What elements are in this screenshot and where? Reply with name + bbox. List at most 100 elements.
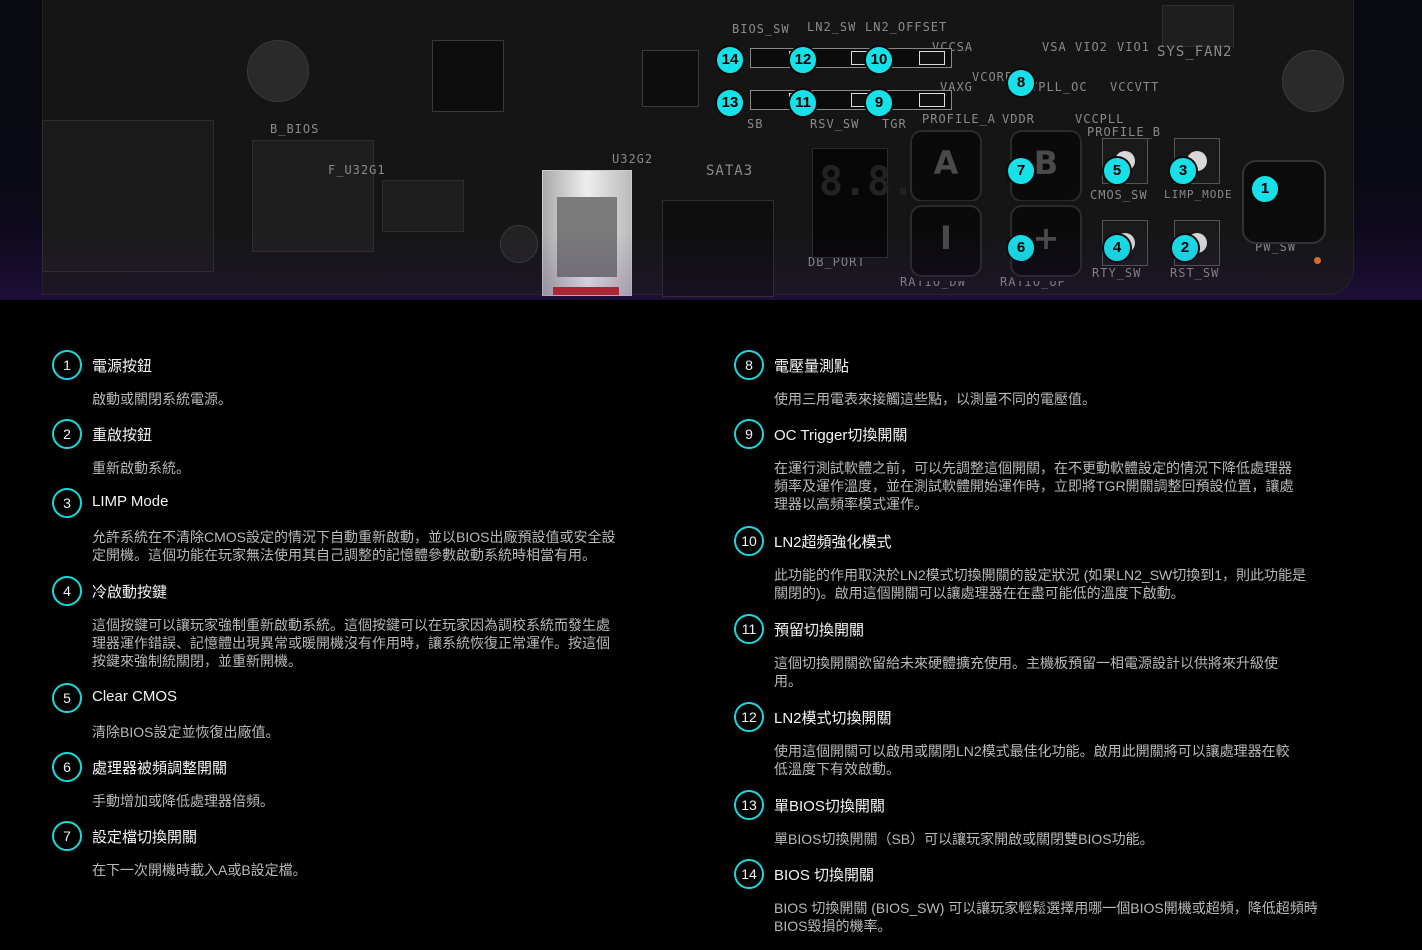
callout-12: 12 xyxy=(788,45,818,75)
feature-desc: 允許系統在不清除CMOS設定的情況下自動重新啟動，並以BIOS出廠預設值或安全設… xyxy=(92,528,615,564)
silk-vsa: VSA xyxy=(1042,40,1067,54)
feature-number: 13 xyxy=(734,790,764,820)
sata-connector xyxy=(662,200,774,297)
silk-vio1: VIO1 xyxy=(1117,40,1150,54)
silk-cmos-sw: CMOS_SW xyxy=(1090,188,1148,202)
feature-title: 電壓量測點 xyxy=(774,358,850,375)
callout-7: 7 xyxy=(1006,156,1036,186)
usb-port xyxy=(542,170,632,296)
silk-sb: SB xyxy=(747,117,764,131)
silk-ln2-offset: LN2_OFFSET xyxy=(865,20,948,34)
desc-line: 使用這個開關可以啟用或關閉LN2模式最佳化功能。啟用此開關將可以讓處理器在較 xyxy=(774,743,1290,759)
desc-line: 單BIOS切換開關（SB）可以讓玩家開啟或關閉雙BIOS功能。 xyxy=(774,831,1154,847)
feature-number: 9 xyxy=(734,419,764,449)
silk-vccvtt: VCCVTT xyxy=(1110,80,1160,94)
silk-ln2-sw: LN2_SW xyxy=(807,20,857,34)
feature-title: BIOS 切換開關 xyxy=(774,867,875,884)
ratio-up-label: + xyxy=(1032,219,1060,257)
chip xyxy=(432,40,504,112)
profile-a-button: A xyxy=(910,130,982,202)
callout-9: 9 xyxy=(864,88,894,118)
feature-number: 2 xyxy=(52,419,82,449)
callout-11: 11 xyxy=(788,88,818,118)
heatsink xyxy=(42,120,214,272)
feature-title: 預留切換開關 xyxy=(774,622,865,639)
feature-number: 6 xyxy=(52,752,82,782)
feature-title: Clear CMOS xyxy=(92,688,178,705)
feature-desc: 在下一次開機時載入A或B設定檔。 xyxy=(92,861,307,879)
silk-vddr: VDDR xyxy=(1002,112,1035,126)
feature-title: LN2模式切換開關 xyxy=(774,710,892,727)
desc-line: 手動增加或降低處理器倍頻。 xyxy=(92,793,274,809)
feature-title: OC Trigger切換開關 xyxy=(774,427,908,444)
desc-line: 按鍵來強制統關閉，並重新開機。 xyxy=(92,653,302,669)
feature-desc: 單BIOS切換開關（SB）可以讓玩家開啟或關閉雙BIOS功能。 xyxy=(774,830,1154,848)
feature-title: 電源按鈕 xyxy=(92,358,153,375)
silk-db-port: DB_PORT xyxy=(808,255,866,269)
feature-desc: 啟動或關閉系統電源。 xyxy=(92,390,232,408)
desc-line: BIOS 切換開關 (BIOS_SW) 可以讓玩家輕鬆選擇用哪一個BIOS開機或… xyxy=(774,900,1318,916)
silk-rst-sw: RST_SW xyxy=(1170,266,1220,280)
pcb: BIOS_SW LN2_SW LN2_OFFSET SB RSV_SW TGR … xyxy=(42,0,1354,297)
feature-desc: 使用這個開關可以啟用或關閉LN2模式最佳化功能。啟用此開關將可以讓處理器在較 低… xyxy=(774,742,1290,778)
feature-title: LN2超頻強化模式 xyxy=(774,534,892,551)
feature-number: 3 xyxy=(52,488,82,518)
status-led xyxy=(1314,257,1321,264)
desc-line: BIOS毀損的機率。 xyxy=(774,918,892,934)
feature-number: 11 xyxy=(734,614,764,644)
feature-number: 7 xyxy=(52,821,82,851)
silk-sys-fan2: SYS_FAN2 xyxy=(1157,44,1233,60)
silk-sata3: SATA3 xyxy=(706,163,754,179)
mounting-screw xyxy=(247,40,309,102)
desc-line: 允許系統在不清除CMOS設定的情況下自動重新啟動，並以BIOS出廠預設值或安全設 xyxy=(92,529,616,545)
desc-line: 啟動或關閉系統電源。 xyxy=(92,391,232,407)
desc-line: 這個切換開關欲留給未來硬體擴充使用。主機板預留一相電源設計以供將來升級使 xyxy=(774,655,1278,671)
chip xyxy=(642,50,699,107)
feature-title: 處理器被頻調整開關 xyxy=(92,760,228,777)
callout-14: 14 xyxy=(715,45,745,75)
ratio-down-label: I xyxy=(940,219,952,257)
feature-desc: 手動增加或降低處理器倍頻。 xyxy=(92,792,274,810)
silk-ratio-up: RATIO_UP xyxy=(1000,275,1066,289)
callout-13: 13 xyxy=(715,88,745,118)
feature-number: 1 xyxy=(52,350,82,380)
callout-10: 10 xyxy=(864,45,894,75)
callout-2: 2 xyxy=(1170,233,1200,263)
callout-3: 3 xyxy=(1168,156,1198,186)
power-switch xyxy=(1242,160,1326,244)
desc-line: 使用三用電表來接觸這些點，以測量不同的電壓值。 xyxy=(774,391,1096,407)
desc-line: 頻率及運作溫度，並在測試軟體開始運作時，立即將TGR開關調整回預設位置，讓處 xyxy=(774,478,1294,494)
feature-title: 單BIOS切換開關 xyxy=(774,798,885,815)
callout-6: 6 xyxy=(1006,233,1036,263)
callout-1: 1 xyxy=(1250,174,1280,204)
feature-number: 12 xyxy=(734,702,764,732)
silk-ratio-dw: RATIO_DW xyxy=(900,275,966,289)
feature-number: 5 xyxy=(52,683,82,713)
feature-desc: 這個按鍵可以讓玩家強制重新啟動系統。這個按鍵可以在玩家因為調校系統而發生處 理器… xyxy=(92,616,610,670)
silk-pw-sw: PW_SW xyxy=(1255,240,1297,254)
desc-line: 在下一次開機時載入A或B設定檔。 xyxy=(92,862,307,878)
desc-line: 定開機。這個功能在玩家無法使用其自己調整的記憶體參數啟動系統時相當有用。 xyxy=(92,547,596,563)
feature-desc: 這個切換開關欲留給未來硬體擴充使用。主機板預留一相電源設計以供將來升級使 用。 xyxy=(774,654,1278,690)
fan-header xyxy=(1162,5,1234,47)
feature-desc: 重新啟動系統。 xyxy=(92,459,190,477)
silk-vpll-oc: VPLL_OC xyxy=(1030,80,1088,94)
silk-vccpll: VCCPLL xyxy=(1075,112,1125,126)
reset-switch xyxy=(1174,220,1220,266)
ratio-up-button: + xyxy=(1010,205,1082,277)
silk-rsv-sw: RSV_SW xyxy=(810,117,860,131)
feature-desc: 在運行測試軟體之前，可以先調整這個開關，在不更動軟體設定的情況下降低處理器 頻率… xyxy=(774,459,1294,513)
desc-line: 低溫度下有效啟動。 xyxy=(774,761,900,777)
feature-desc: 清除BIOS設定並恢復出廠值。 xyxy=(92,723,279,741)
component-block xyxy=(252,140,374,252)
desc-line: 在運行測試軟體之前，可以先調整這個開關，在不更動軟體設定的情況下降低處理器 xyxy=(774,460,1292,476)
desc-line: 關閉的)。啟用這個開關可以讓處理器在在盡可能低的溫度下啟動。 xyxy=(774,585,1185,601)
ratio-down-button: I xyxy=(910,205,982,277)
desc-line: 此功能的作用取決於LN2模式切換開關的設定狀況 (如果LN2_SW切換到1，則此… xyxy=(774,567,1307,583)
mounting-screw xyxy=(1282,50,1344,112)
silk-profile-a: PROFILE_A xyxy=(922,112,997,126)
feature-number: 14 xyxy=(734,859,764,889)
callout-8: 8 xyxy=(1006,68,1036,98)
profile-a-label: A xyxy=(933,144,959,182)
debug-display: 8.8. xyxy=(812,148,915,258)
